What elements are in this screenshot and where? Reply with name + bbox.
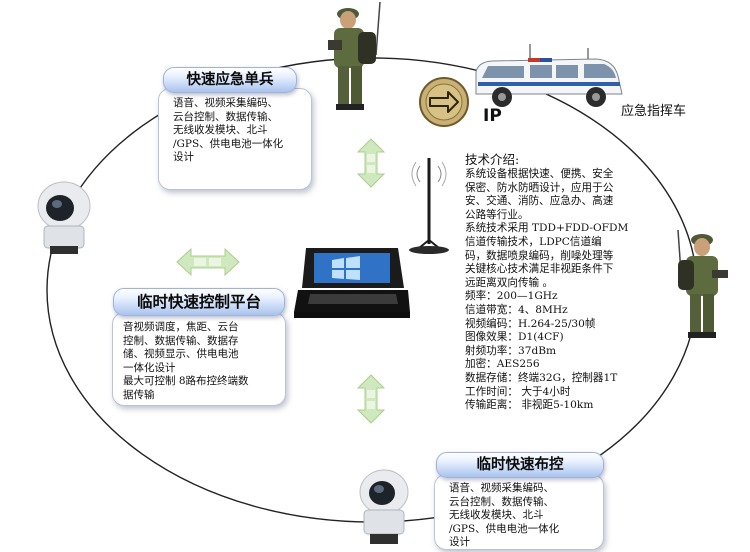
tech-line: 系统技术采用 TDD+FDD-OFDM <box>465 222 629 235</box>
platform-card-line: 据传输 <box>123 388 155 401</box>
platform-card: 音视频调度，焦距、云台 控制、数据传输、数据存 储、视频显示、供电电池 一体化设… <box>112 312 286 406</box>
tech-spec: 频率：200—1GHz <box>465 290 558 303</box>
ip-router-icon <box>419 77 469 127</box>
antenna-image <box>409 158 449 254</box>
tech-spec: 加密：AES256 <box>465 358 540 371</box>
platform-card-line: 一体化设计 <box>123 361 176 374</box>
deploy-card-line: 云台控制、数据传输、 <box>449 495 554 508</box>
platform-card-line: 储、视频显示、供电电池 <box>123 348 239 361</box>
deploy-card-line: /GPS、供电电池一体化 <box>449 522 560 535</box>
bidirectional-arrow-icon <box>356 138 386 188</box>
soldier-card: 语音、视频采集编码、 云台控制、数据传输、 无线收发模块、北斗 /GPS、供电电… <box>158 88 312 190</box>
ip-label: IP <box>483 106 502 126</box>
tech-line: 码，数据喷泉编码，削噪处理等 <box>465 249 614 262</box>
tech-spec: 工作时间： 大于4小时 <box>465 385 571 398</box>
platform-card-body: 音视频调度，焦距、云台 控制、数据传输、数据存 储、视频显示、供电电池 一体化设… <box>123 321 249 403</box>
vehicle-label: 应急指挥车 <box>621 104 687 119</box>
tech-spec: 传输距离： 非视距5-10km <box>465 399 594 412</box>
tech-line: 保密、防水防晒设计，应用于公 <box>465 181 614 194</box>
soldier-card-line: 云台控制、数据传输、 <box>173 110 278 123</box>
tech-line: 公路等行业。 <box>465 208 529 221</box>
platform-card-line: 控制、数据传输、数据存 <box>123 334 239 347</box>
soldier-card-title: 快速应急单兵 <box>163 67 297 93</box>
tech-intro-heading: 技术介绍: <box>465 152 520 167</box>
deploy-card-line: 语音、视频采集编码、 <box>449 482 554 494</box>
command-vehicle-image <box>475 44 623 107</box>
bidirectional-arrow-icon <box>356 374 386 424</box>
platform-card-title: 临时快速控制平台 <box>113 288 285 316</box>
tech-line: 远距离双向传输 。 <box>465 276 554 289</box>
deploy-card: 语音、视频采集编码、 云台控制、数据传输、 无线收发模块、北斗 /GPS、供电电… <box>434 474 604 550</box>
tech-spec: 图像效果：D1(4CF) <box>465 331 564 344</box>
tech-line: 信道传输技术，LDPC信道编 <box>465 235 602 248</box>
tech-line: 安、交通、消防、应急办、高速 <box>465 195 614 208</box>
deploy-card-line: 无线收发模块、北斗 <box>449 509 544 522</box>
tech-line: 系统设备根据快速、便携、安全 <box>465 168 614 180</box>
deploy-card-line: 设计 <box>449 536 470 549</box>
deploy-card-title: 临时快速布控 <box>436 452 604 478</box>
control-platform-laptop <box>294 248 410 318</box>
soldier-card-body: 语音、视频采集编码、 云台控制、数据传输、 无线收发模块、北斗 /GPS、供电电… <box>173 97 283 165</box>
tech-spec: 射频功率：37dBm <box>465 344 557 357</box>
deploy-card-body: 语音、视频采集编码、 云台控制、数据传输、 无线收发模块、北斗 /GPS、供电电… <box>449 482 559 550</box>
tech-line: 关键核心技术满足非视距条件下 <box>465 263 614 276</box>
soldier-figure-top <box>328 1 381 110</box>
ptz-camera-bottom <box>359 469 409 544</box>
tech-spec: 视频编码：H.264-25/30帧 <box>465 317 596 330</box>
platform-card-line: 最大可控制 8路布控终端数 <box>123 375 249 388</box>
tech-spec: 信道带宽：4、8MHz <box>465 303 568 316</box>
soldier-card-line: 语音、视频采集编码、 <box>173 97 278 109</box>
platform-card-line: 音视频调度，焦距、云台 <box>123 321 239 333</box>
tech-intro: 技术介绍: 系统设备根据快速、便携、安全 保密、防水防晒设计，应用于公 安、交通… <box>465 152 628 413</box>
ptz-camera-left <box>37 181 91 254</box>
soldier-card-line: 无线收发模块、北斗 <box>173 124 268 137</box>
soldier-card-line: /GPS、供电电池一体化 <box>173 137 284 150</box>
soldier-card-line: 设计 <box>173 151 194 164</box>
tech-spec: 数据存储：终端32G，控制器1T <box>465 371 618 384</box>
soldier-figure-right <box>677 229 728 338</box>
bidirectional-arrow-icon <box>176 247 240 277</box>
